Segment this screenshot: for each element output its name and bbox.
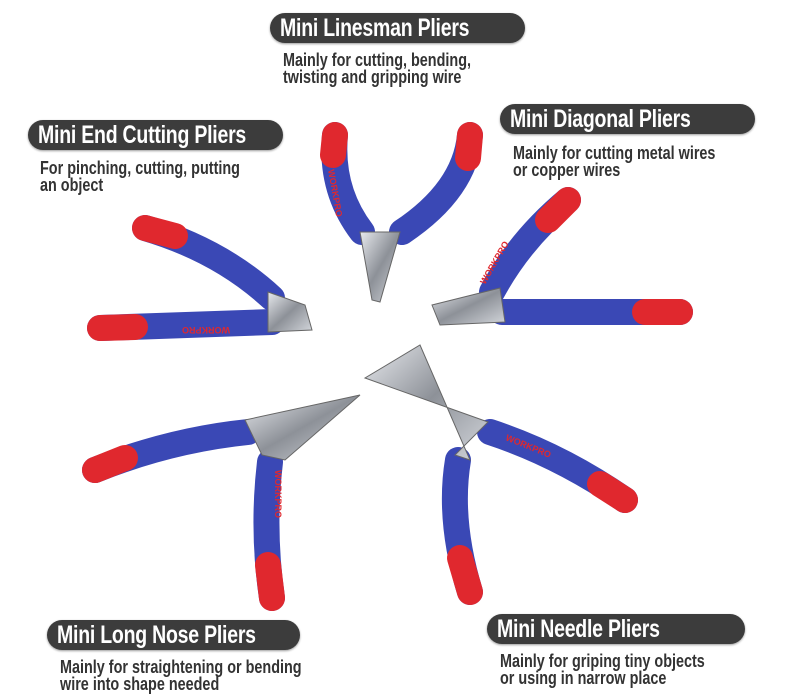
end-cutting-title: Mini End Cutting Pliers xyxy=(28,120,283,150)
needle-title: Mini Needle Pliers xyxy=(487,614,745,644)
linesman-description: Mainly for cutting, bending,twisting and… xyxy=(283,50,471,87)
needle-pliers-image: WORKPRO xyxy=(363,344,638,605)
end-cutting-pliers-image: WORKPRO xyxy=(87,215,313,341)
linesman-title: Mini Linesman Pliers xyxy=(270,13,525,43)
long-nose-title: Mini Long Nose Pliers xyxy=(47,620,300,650)
brand-logo: WORKPRO xyxy=(182,325,230,335)
brand-logo: WORKPRO xyxy=(273,470,283,518)
linesman-pliers-image: WORKPRO xyxy=(320,122,483,303)
diagonal-pliers-image: WORKPRO xyxy=(431,187,693,326)
long-nose-pliers-image: WORKPRO xyxy=(82,394,361,611)
diagonal-title: Mini Diagonal Pliers xyxy=(500,104,755,134)
